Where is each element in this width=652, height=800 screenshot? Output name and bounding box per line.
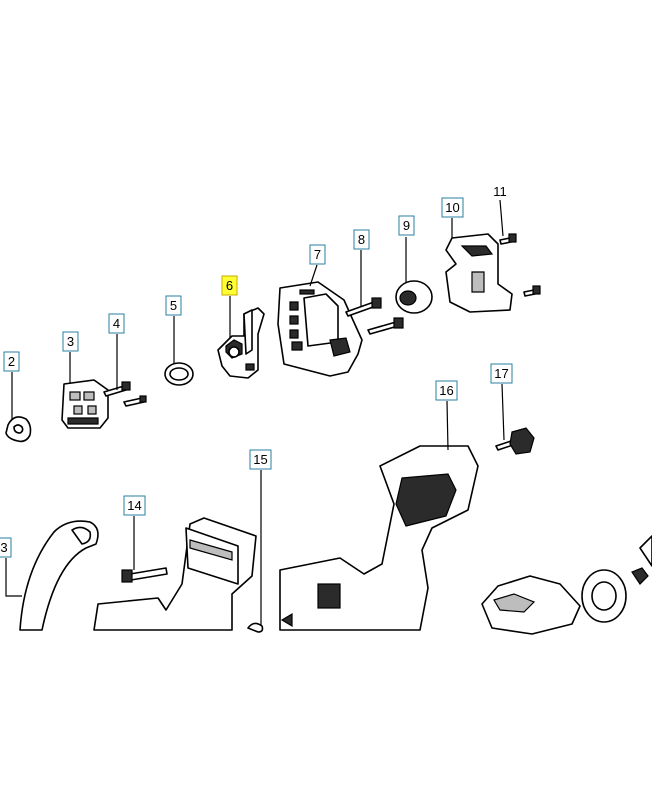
callout-14[interactable]: 14 bbox=[123, 495, 146, 516]
callout-17[interactable]: 17 bbox=[490, 363, 513, 384]
leader-16 bbox=[446, 400, 449, 451]
callout-16[interactable]: 16 bbox=[435, 380, 458, 401]
main-body-assembly bbox=[93, 445, 479, 633]
callout-3b-label: 3 bbox=[0, 540, 7, 555]
callout-15-label: 15 bbox=[253, 452, 267, 467]
callout-3a-label: 3 bbox=[67, 334, 74, 349]
callout-14-label: 14 bbox=[127, 498, 141, 513]
part-7-housing bbox=[277, 281, 363, 377]
part-3-handle bbox=[19, 520, 99, 631]
part-9-washer bbox=[395, 280, 433, 314]
leader-lines bbox=[5, 199, 505, 626]
part-10-cover bbox=[445, 233, 513, 313]
part-4-screws bbox=[103, 381, 147, 407]
part-11-screws bbox=[499, 233, 541, 297]
leader-17 bbox=[501, 383, 505, 441]
part-right-housing bbox=[481, 535, 652, 635]
part-2-gasket bbox=[5, 416, 32, 443]
callout-2-label: 2 bbox=[8, 354, 15, 369]
callout-4-label: 4 bbox=[113, 316, 120, 331]
callout-7[interactable]: 7 bbox=[309, 244, 326, 265]
callout-2[interactable]: 2 bbox=[3, 351, 20, 372]
callout-6-label: 6 bbox=[226, 278, 233, 293]
leader-11 bbox=[499, 199, 504, 237]
callout-7-label: 7 bbox=[314, 247, 321, 262]
callout-9-label: 9 bbox=[403, 218, 410, 233]
callout-3b[interactable]: 3 bbox=[0, 537, 12, 558]
part-3-block bbox=[61, 379, 109, 429]
callout-5[interactable]: 5 bbox=[165, 295, 182, 316]
callout-15[interactable]: 15 bbox=[249, 449, 272, 470]
part-6-carburetor bbox=[217, 307, 265, 379]
callout-9[interactable]: 9 bbox=[398, 215, 415, 236]
callout-11: 11 bbox=[493, 184, 507, 199]
part-8-bolts bbox=[345, 297, 404, 335]
callout-5-label: 5 bbox=[170, 298, 177, 313]
leader-3b bbox=[5, 558, 22, 597]
part-5-ring bbox=[164, 362, 194, 386]
leader-7 bbox=[309, 264, 318, 287]
callout-4[interactable]: 4 bbox=[108, 313, 125, 334]
part-14-bolt bbox=[121, 567, 168, 583]
callout-6[interactable]: 6 bbox=[221, 275, 238, 296]
part-17-knob bbox=[495, 427, 535, 455]
callout-17-label: 17 bbox=[494, 366, 508, 381]
callout-8-label: 8 bbox=[358, 232, 365, 247]
callout-3a[interactable]: 3 bbox=[62, 331, 79, 352]
callout-16-label: 16 bbox=[439, 383, 453, 398]
callout-8[interactable]: 8 bbox=[353, 229, 370, 250]
callout-11-label: 11 bbox=[493, 184, 507, 199]
callout-10-label: 10 bbox=[445, 200, 459, 215]
callout-10[interactable]: 10 bbox=[441, 197, 464, 218]
